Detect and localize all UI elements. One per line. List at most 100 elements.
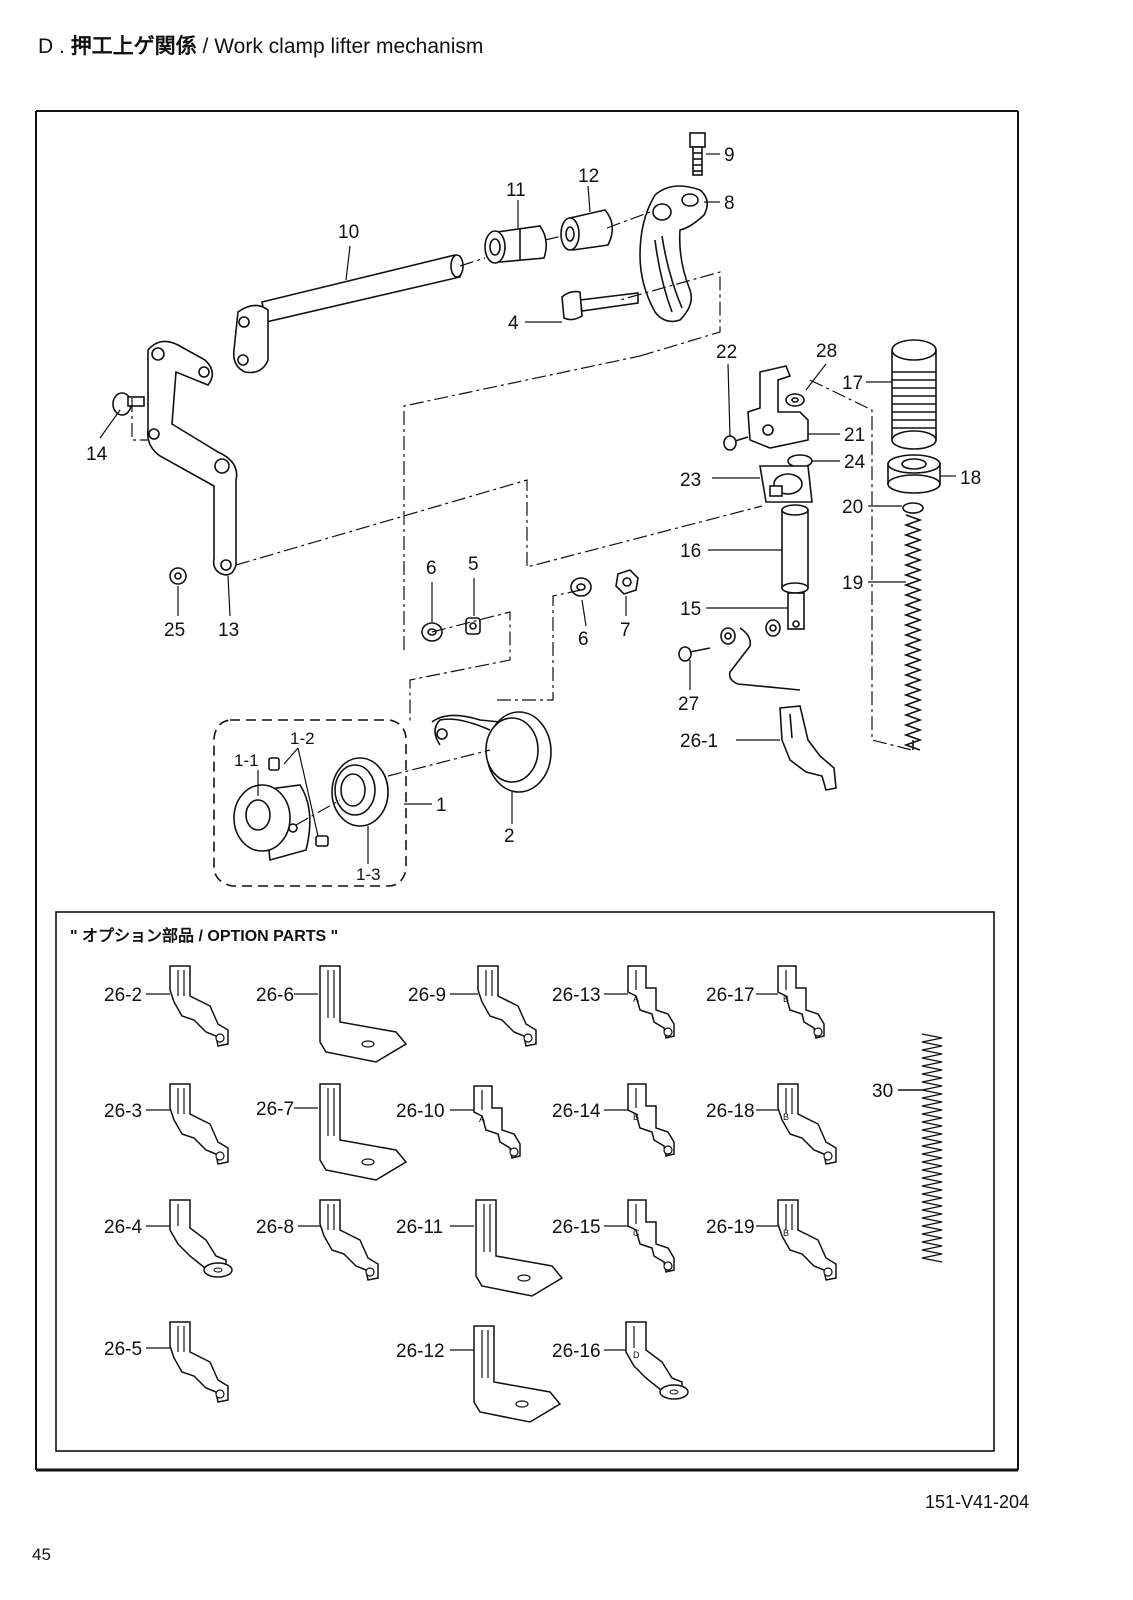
title-japanese: 押工上ゲ関係 — [70, 35, 197, 58]
option-label-26-9: 26-9 — [408, 985, 446, 1006]
label-2: 2 — [504, 826, 515, 847]
option-label-26-14: 26-14 — [552, 1101, 601, 1122]
option-label-26-19: 26-19 — [706, 1217, 755, 1238]
label-5: 5 — [468, 554, 479, 575]
label-26-1: 26-1 — [680, 731, 718, 752]
option-label-26-7: 26-7 — [256, 1099, 294, 1120]
part-23-clamp — [759, 465, 813, 503]
part-7-nut — [615, 569, 639, 595]
label-1-3: 1-3 — [356, 865, 381, 884]
part-9-bolt — [689, 132, 706, 176]
part-number-labels: 9 8 11 12 10 4 22 28 17 21 24 23 18 20 1… — [86, 145, 981, 884]
stamp-26-13: A — [633, 994, 639, 1004]
label-20: 20 — [842, 497, 863, 518]
option-parts-box: " オプション部品 / OPTION PARTS " — [55, 911, 995, 1452]
option-label-26-17: 26-17 — [706, 985, 755, 1006]
assembly-lines — [131, 211, 913, 826]
part-21-bracket — [747, 365, 809, 449]
option-label-26-5: 26-5 — [104, 1339, 142, 1360]
part-19-spring — [903, 514, 923, 751]
label-10: 10 — [338, 222, 359, 243]
part-15-tip — [787, 592, 805, 630]
stamp-26-18: B — [783, 1112, 789, 1122]
label-27: 27 — [678, 694, 699, 715]
label-1: 1 — [436, 795, 447, 816]
title-english: / Work clamp lifter mechanism — [202, 35, 484, 58]
option-label-26-2: 26-2 — [104, 985, 142, 1006]
label-14: 14 — [86, 444, 108, 465]
page-title: D . 押工上ゲ関係 / Work clamp lifter mechanism — [38, 30, 483, 60]
part-1-1-cam — [233, 784, 311, 862]
option-label-26-10: 26-10 — [396, 1101, 445, 1122]
label-8: 8 — [724, 193, 735, 214]
label-18: 18 — [960, 468, 981, 489]
label-19: 19 — [842, 573, 863, 594]
mechanism-parts — [112, 132, 941, 887]
part-17-sleeve — [891, 339, 937, 450]
option-label-26-13: 26-13 — [552, 985, 601, 1006]
part-5-sleeve — [465, 617, 481, 635]
part-10-shaft — [261, 254, 464, 323]
part-16-bar — [781, 504, 809, 594]
label-1-2: 1-2 — [290, 729, 315, 748]
option-label-26-18: 26-18 — [706, 1101, 755, 1122]
part-11-collar — [484, 225, 548, 264]
label-25: 25 — [164, 620, 185, 641]
part-27-washers — [720, 619, 781, 645]
part-27-screw — [678, 646, 711, 662]
part-20-pin — [902, 502, 924, 514]
option-label-26-11: 26-11 — [396, 1217, 443, 1238]
part-4-screw — [561, 290, 639, 321]
diagram-frame — [35, 110, 1019, 1472]
option-label-26-3: 26-3 — [104, 1101, 142, 1122]
document-number: 151-V41-204 — [925, 1492, 1030, 1512]
part-10-arm — [232, 304, 269, 374]
option-feet-drawings — [169, 965, 837, 1423]
option-label-26-8: 26-8 — [256, 1217, 294, 1238]
part-13-link — [146, 340, 238, 576]
option-leaders — [146, 993, 778, 1351]
option-label-26-16: 26-16 — [552, 1341, 601, 1362]
label-16: 16 — [680, 541, 701, 562]
label-7: 7 — [620, 620, 631, 641]
label-11: 11 — [506, 180, 526, 201]
option-feet-stamps: A A B C B B B D — [479, 994, 789, 1360]
label-4: 4 — [508, 313, 519, 334]
option-part-labels: 26-2 26-6 26-9 26-13 26-17 26-3 26-7 26-… — [104, 985, 893, 1362]
stamp-26-17: B — [783, 994, 789, 1004]
part-25-ring — [169, 567, 187, 585]
option-label-30: 30 — [872, 1081, 893, 1102]
part-6-washer-b — [570, 577, 592, 597]
label-1-1: 1-1 — [234, 751, 259, 770]
part-2-follower — [431, 711, 552, 793]
page-number: 45 — [32, 1545, 51, 1564]
part-1-assembly-outline — [213, 719, 407, 887]
option-label-26-4: 26-4 — [104, 1217, 142, 1238]
part-27-wire — [728, 627, 801, 691]
part-18-nut — [887, 454, 941, 494]
label-15: 15 — [680, 599, 701, 620]
part-1-2-screws — [268, 757, 329, 847]
label-13: 13 — [218, 620, 239, 641]
option-label-26-12: 26-12 — [396, 1341, 445, 1362]
part-28-washer — [785, 393, 805, 407]
stamp-26-16: D — [633, 1350, 640, 1360]
stamp-26-10: A — [479, 1114, 485, 1124]
option-label-26-6: 26-6 — [256, 985, 294, 1006]
option-label-26-15: 26-15 — [552, 1217, 601, 1238]
label-6b: 6 — [578, 629, 589, 650]
part-8-lever — [639, 185, 708, 323]
stamp-26-19: B — [783, 1228, 789, 1238]
part-22-screw — [723, 435, 749, 451]
label-22: 22 — [716, 342, 737, 363]
label-9: 9 — [724, 145, 735, 166]
label-6a: 6 — [426, 558, 437, 579]
part-14-screw — [112, 392, 145, 416]
label-12: 12 — [578, 166, 599, 187]
section-letter: D . — [38, 35, 65, 58]
stamp-26-14: B — [633, 1112, 639, 1122]
part-26-1-foot — [779, 705, 837, 791]
label-17: 17 — [842, 373, 863, 394]
stamp-26-15: C — [633, 1228, 640, 1238]
